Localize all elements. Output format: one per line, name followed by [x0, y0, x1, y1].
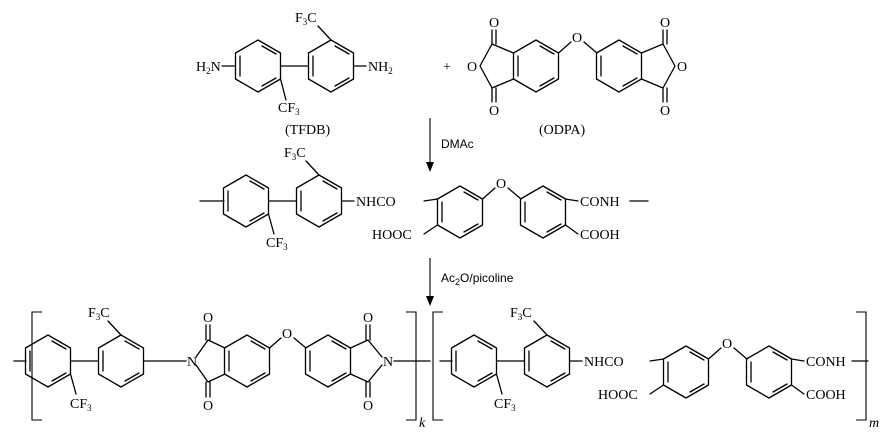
odpa-carbonyl-o: O: [489, 16, 499, 31]
imide-n-left: N: [187, 355, 197, 370]
reaction-arrow-1: [426, 118, 434, 172]
cf3-label: CF3: [70, 397, 92, 413]
bracket-m: [432, 311, 867, 421]
h2n-label: H2N: [196, 60, 221, 76]
cf3-label: CF3: [494, 397, 516, 413]
polyamic-acid: [199, 160, 649, 239]
amide-left-label: NHCO: [584, 355, 624, 370]
carbonyl-o: O: [203, 311, 213, 326]
dmac-reagent: DMAc: [441, 137, 474, 151]
f3c-label: F3C: [284, 146, 306, 162]
odpa-monomer: [479, 29, 676, 103]
amic-acid-unit: [439, 320, 869, 399]
reaction-arrow-2: [426, 258, 434, 306]
polyimide-unit: [13, 320, 431, 398]
odpa-ring-o: O: [677, 60, 687, 75]
odpa-carbonyl-o: O: [489, 104, 499, 119]
amide-right-label: CONH: [580, 195, 620, 210]
tfdb-monomer: [221, 25, 367, 101]
bracket-k: [31, 311, 417, 421]
ether-o: O: [722, 337, 732, 352]
imide-n-right: N: [383, 355, 393, 370]
cooh-left-label: HOOC: [598, 388, 638, 403]
plus-sign: +: [443, 60, 451, 75]
odpa-carbonyl-o: O: [660, 104, 670, 119]
cooh-right-label: COOH: [806, 388, 846, 403]
subscript-m: m: [869, 416, 879, 431]
cf3-label: CF3: [266, 236, 288, 252]
nh2-label: NH2: [368, 60, 393, 76]
ac2o-picoline-reagent: Ac2O/picoline: [441, 271, 514, 287]
carbonyl-o: O: [203, 399, 213, 414]
subscript-k: k: [419, 416, 426, 431]
cooh-right-label: COOH: [580, 228, 620, 243]
ether-o: O: [282, 327, 292, 342]
odpa-name: (ODPA): [539, 123, 585, 138]
carbonyl-o: O: [363, 311, 373, 326]
f3c-label: F3C: [88, 306, 110, 322]
carbonyl-o: O: [363, 399, 373, 414]
f3c-label: F3C: [295, 11, 317, 27]
f3c-label: F3C: [510, 306, 532, 322]
cooh-left-label: HOOC: [372, 228, 412, 243]
amide-right-label: CONH: [806, 355, 846, 370]
cf3-label: CF3: [278, 101, 300, 117]
tfdb-name: (TFDB): [285, 123, 330, 138]
odpa-ether-o: O: [572, 31, 582, 46]
amide-left-label: NHCO: [356, 195, 396, 210]
odpa-ring-o: O: [467, 60, 477, 75]
odpa-carbonyl-o: O: [660, 16, 670, 31]
ether-o: O: [496, 177, 506, 192]
